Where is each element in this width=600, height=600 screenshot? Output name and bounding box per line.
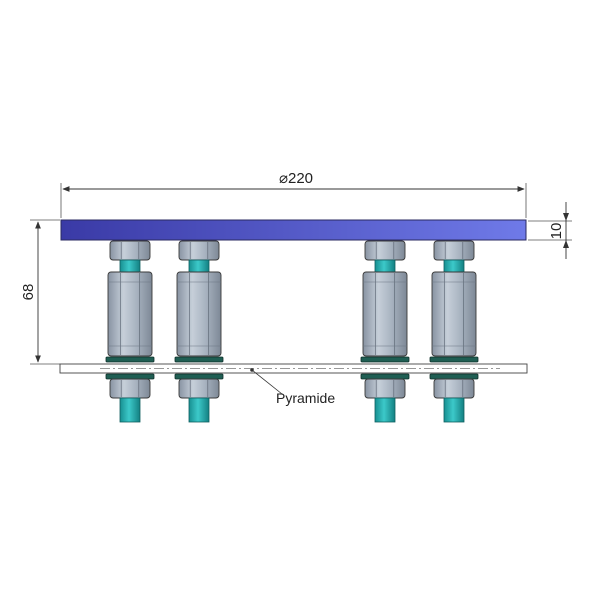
washer-bottom-icon: [174, 373, 224, 380]
upper-nut-icon: [109, 240, 151, 261]
stud-tip: [119, 397, 141, 423]
top-plate: [60, 219, 527, 241]
leader-line: [251, 369, 283, 395]
stud-assembly-4: [429, 240, 479, 423]
height-dimension: 68: [20, 219, 60, 365]
washer-top-icon: [360, 356, 410, 363]
coupling-nut-icon: [107, 271, 153, 357]
stud-assembly-3: [360, 240, 410, 423]
lower-nut-icon: [433, 378, 475, 399]
washer-bottom-icon: [360, 373, 410, 380]
washer-top-icon: [174, 356, 224, 363]
thickness-dimension: 10: [528, 202, 572, 259]
leader-dot: [250, 368, 254, 372]
pyramide-label: Pyramide: [276, 390, 335, 406]
lower-nut-icon: [109, 378, 151, 399]
diameter-dimension: ⌀220: [60, 170, 527, 218]
washer-top-icon: [105, 356, 155, 363]
svg-text:⌀220: ⌀220: [279, 170, 313, 187]
stud-tip: [188, 397, 210, 423]
lower-nut-icon: [364, 378, 406, 399]
coupling-nut-icon: [362, 271, 408, 357]
upper-nut-icon: [178, 240, 220, 261]
thickness-label: 10: [548, 223, 565, 240]
washer-bottom-icon: [429, 373, 479, 380]
pyramide-leader: Pyramide: [250, 368, 335, 406]
washer-bottom-icon: [105, 373, 155, 380]
lower-nut-icon: [178, 378, 220, 399]
stud-assemblies: [105, 240, 479, 423]
stud-assembly-2: [174, 240, 224, 423]
coupling-nut-icon: [431, 271, 477, 357]
upper-nut-icon: [364, 240, 406, 261]
diameter-symbol: ⌀: [279, 170, 288, 187]
upper-nut-icon: [433, 240, 475, 261]
height-label: 68: [20, 284, 37, 301]
stud-tip: [443, 397, 465, 423]
coupling-nut-icon: [176, 271, 222, 357]
stud-tip: [374, 397, 396, 423]
washer-top-icon: [429, 356, 479, 363]
stud-assembly-1: [105, 240, 155, 423]
diameter-label: 220: [288, 170, 313, 187]
